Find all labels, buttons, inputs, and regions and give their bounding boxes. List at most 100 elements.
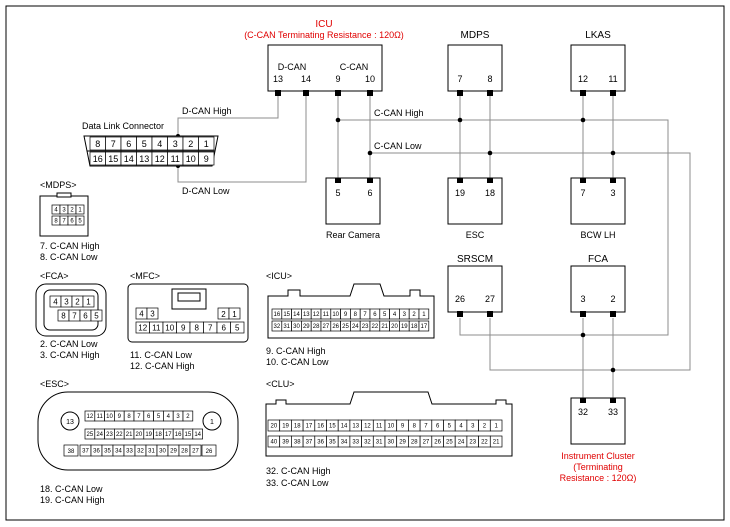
icu-title: ICU [315, 19, 332, 30]
cluster-pin: 32 [578, 407, 588, 417]
conn-esc-pin-number: 28 [181, 449, 188, 455]
conn-esc-pin-number: 19 [145, 432, 152, 438]
conn-icu-pin-number: 2 [412, 312, 416, 318]
conn-esc-pin-number: 31 [148, 449, 155, 455]
rear-camera-box [325, 177, 381, 225]
conn-clu-legend: 33. C-CAN Low [266, 478, 329, 488]
conn-mfc-pin-number: 12 [138, 324, 147, 333]
conn-mdps-title: <MDPS> [40, 180, 77, 190]
conn-icu-pin-number: 12 [313, 312, 320, 318]
bcw-box [570, 177, 626, 225]
conn-clu-pin-number: 37 [306, 440, 313, 446]
conn-mfc-pin-number: 6 [222, 324, 227, 333]
conn-esc-pin-number: 27 [192, 449, 199, 455]
conn-mdps-pin-number: 4 [54, 208, 58, 214]
lkas-pin: 12 [578, 74, 588, 84]
dlc-pin-number: 5 [142, 139, 147, 149]
pin-terminal [457, 311, 463, 317]
wire-dcan-low [177, 96, 307, 183]
conn-mfc-pin-number: 8 [195, 324, 200, 333]
dlc-cell [198, 136, 215, 151]
esc-box [447, 177, 503, 225]
conn-esc-legend: 18. C-CAN Low [40, 484, 103, 494]
conn-icu-pin-number: 28 [313, 324, 320, 330]
pin-terminal [457, 90, 463, 96]
conn-clu-pin-number: 11 [376, 424, 383, 430]
icu-box [267, 44, 383, 92]
conn-clu-pin-number: 18 [294, 424, 301, 430]
conn-fca-pin-number: 5 [94, 312, 99, 321]
conn-icu-pin-number: 27 [323, 324, 330, 330]
conn-clu-cell [489, 435, 503, 448]
wire-ccan-low-bus [369, 96, 691, 371]
conn-clu-pin-number: 25 [446, 440, 453, 446]
dlc-pin-number: 16 [93, 154, 103, 164]
dlc-pin-number: 12 [155, 154, 165, 164]
conn-fca-pin-number: 3 [64, 298, 69, 307]
conn-esc-cell [189, 444, 202, 457]
conn-icu-pin-number: 5 [383, 312, 387, 318]
conn-mdps-pin-number: 6 [70, 219, 74, 225]
conn-esc-pin-number: 32 [137, 449, 144, 455]
pin-terminal [580, 311, 586, 317]
conn-icu-pin-number: 30 [293, 324, 300, 330]
conn-esc-pin-number: 8 [127, 414, 131, 420]
conn-icu-pin-number: 22 [372, 324, 379, 330]
conn-clu-pin-number: 7 [424, 424, 428, 430]
label-ccan-low: C-CAN Low [374, 141, 422, 151]
conn-fca-cell [90, 309, 103, 322]
conn-fca-legend: 3. C-CAN High [40, 350, 100, 360]
conn-mfc-pin-number: 4 [139, 310, 144, 319]
wire-dcan-high [177, 96, 279, 136]
conn-esc-pin-number: 16 [175, 432, 182, 438]
conn-mfc-pin-number: 9 [181, 324, 186, 333]
conn-clu-pin-number: 32 [364, 440, 371, 446]
conn-clu-pin-number: 24 [458, 440, 465, 446]
icu-note: (C-CAN Terminating Resistance : 120Ω) [244, 30, 404, 40]
conn-clu-pin-number: 31 [376, 440, 383, 446]
pin-terminal [487, 178, 493, 183]
rear-camera-pin: 6 [367, 188, 372, 198]
conn-mfc-pin-number: 3 [150, 310, 155, 319]
conn-esc-pin-number: 6 [147, 414, 151, 420]
conn-esc-pin-number: 4 [167, 414, 171, 420]
rear-camera-title: Rear Camera [326, 230, 380, 240]
conn-mdps-pin-number: 1 [78, 208, 82, 214]
label-ccan-high: C-CAN High [374, 108, 424, 118]
pin-terminal [580, 398, 586, 403]
conn-icu-pin-number: 11 [323, 312, 330, 318]
junction-dot [487, 150, 493, 156]
conn-mfc-pin-number: 11 [152, 324, 161, 333]
pin-terminal [303, 90, 309, 96]
dlc-pin-number: 14 [124, 154, 134, 164]
conn-mfc-pin-number: 10 [165, 324, 174, 333]
conn-clu-pin-number: 21 [493, 440, 500, 446]
mdps-pin: 7 [457, 74, 462, 84]
conn-clu-pin-number: 17 [306, 424, 313, 430]
conn-esc-pin-number: 9 [118, 414, 122, 420]
dlc-pin-number: 1 [204, 139, 209, 149]
conn-fca-legend: 2. C-CAN Low [40, 339, 98, 349]
conn-icu-legend: 10. C-CAN Low [266, 357, 329, 367]
conn-mdps-cell [75, 204, 85, 215]
conn-clu-pin-number: 23 [469, 440, 476, 446]
junction-dot [580, 332, 586, 338]
conn-clu-pin-number: 15 [329, 424, 336, 430]
diagram-border [5, 5, 725, 521]
conn-esc-pin-number: 15 [185, 432, 192, 438]
conn-icu-pin-number: 31 [283, 324, 290, 330]
fca-pin: 2 [610, 294, 615, 304]
conn-clu-pin-number: 1 [494, 424, 498, 430]
lkas-title: LKAS [585, 30, 611, 41]
pin-terminal [580, 178, 586, 183]
conn-clu-title: <CLU> [266, 379, 295, 389]
pin-terminal [457, 178, 463, 183]
conn-fca-pin-number: 7 [72, 312, 77, 321]
lkas-box [570, 44, 626, 92]
mdps-title: MDPS [461, 30, 490, 41]
conn-clu-pin-number: 28 [411, 440, 418, 446]
conn-clu-pin-number: 16 [317, 424, 324, 430]
fca-pin: 3 [580, 294, 585, 304]
conn-mfc-legend: 11. C-CAN Low [130, 350, 192, 360]
